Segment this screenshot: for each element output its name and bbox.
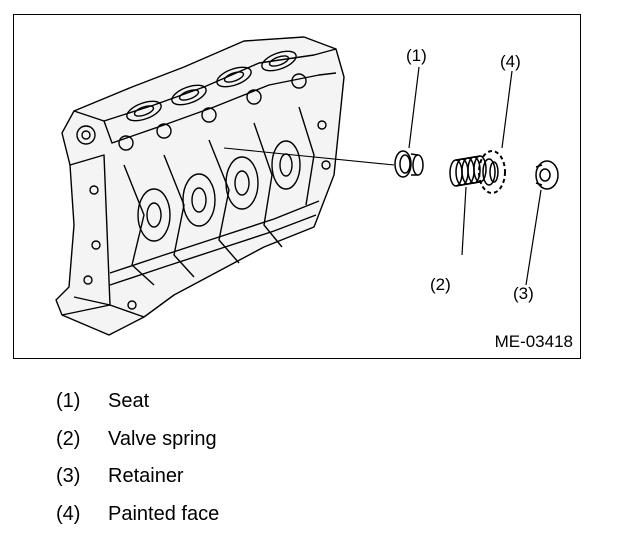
callout-4: (4) bbox=[500, 52, 521, 71]
legend-number: (4) bbox=[56, 502, 81, 525]
legend-label: Valve spring bbox=[108, 427, 217, 450]
cylinder-head-illustration bbox=[55, 36, 345, 336]
legend-item: (3) Retainer bbox=[56, 465, 219, 503]
legend-number: (1) bbox=[56, 390, 81, 412]
painted-face-marker bbox=[478, 150, 506, 194]
figure-id: ME-03418 bbox=[494, 332, 573, 351]
callout-leaders bbox=[408, 66, 542, 286]
legend-number: (2) bbox=[56, 427, 81, 450]
legend-number: (3) bbox=[56, 465, 81, 487]
legend-label: Seat bbox=[108, 390, 150, 412]
retainer-part bbox=[535, 160, 559, 190]
callout-3: (3) bbox=[513, 284, 534, 303]
exploded-view-figure: (1) (4) (2) (3) ME-03418 bbox=[13, 14, 581, 359]
legend-label: Painted face bbox=[108, 502, 220, 525]
callout-2: (2) bbox=[430, 275, 451, 294]
callout-1: (1) bbox=[406, 46, 427, 65]
legend: (1) Seat (2) Valve spring (3) Retainer (… bbox=[56, 390, 219, 540]
legend-item: (2) Valve spring bbox=[56, 428, 219, 466]
diagram-drawing bbox=[55, 36, 559, 336]
legend-item: (4) Painted face bbox=[56, 503, 219, 541]
valve-axis-line bbox=[223, 147, 395, 166]
seat-part bbox=[394, 150, 424, 178]
legend-item: (1) Seat bbox=[56, 390, 219, 428]
legend-label: Retainer bbox=[108, 465, 184, 487]
